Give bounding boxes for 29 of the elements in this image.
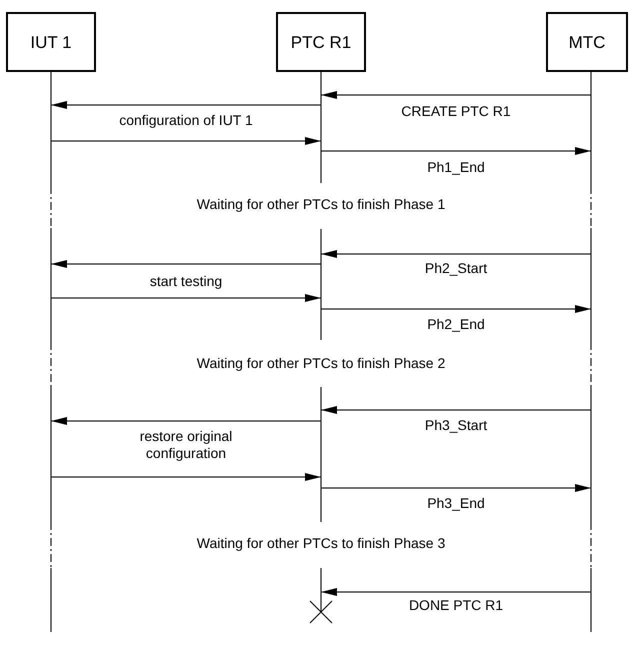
message-arrow bbox=[320, 250, 592, 258]
participant-name: PTC R1 bbox=[290, 34, 352, 50]
note-text: Waiting for other PTCs to finish Phase 1 bbox=[196, 196, 446, 213]
message-label: DONE PTC R1 bbox=[408, 597, 504, 614]
message-label: Ph3_Start bbox=[424, 417, 488, 434]
note-text: Waiting for other PTCs to finish Phase 3 bbox=[196, 535, 446, 552]
message-label: Ph2_Start bbox=[424, 260, 488, 277]
message-arrow bbox=[320, 406, 592, 414]
message-label: configuration of IUT 1 bbox=[118, 112, 254, 129]
message-arrow bbox=[320, 147, 592, 155]
message-label: Ph3_End bbox=[426, 495, 486, 512]
message-label: CREATE PTC R1 bbox=[400, 103, 512, 120]
participant-name: IUT 1 bbox=[30, 34, 72, 50]
note-text: Waiting for other PTCs to finish Phase 2 bbox=[196, 355, 446, 372]
message-arrow bbox=[50, 473, 322, 481]
message-arrow bbox=[320, 305, 592, 313]
message-arrow bbox=[50, 417, 322, 425]
message-arrow bbox=[320, 91, 592, 99]
message-arrow bbox=[50, 137, 322, 145]
message-label: start testing bbox=[148, 273, 224, 290]
message-arrow bbox=[50, 294, 322, 302]
message-arrow bbox=[50, 260, 322, 268]
message-arrow bbox=[320, 484, 592, 492]
message-label: restore original configuration bbox=[138, 428, 234, 462]
message-arrow bbox=[50, 101, 322, 109]
message-label: Ph2_End bbox=[426, 316, 486, 333]
participant-name: MTC bbox=[568, 34, 606, 50]
message-arrow bbox=[320, 588, 592, 596]
message-label: Ph1_End bbox=[426, 159, 486, 176]
